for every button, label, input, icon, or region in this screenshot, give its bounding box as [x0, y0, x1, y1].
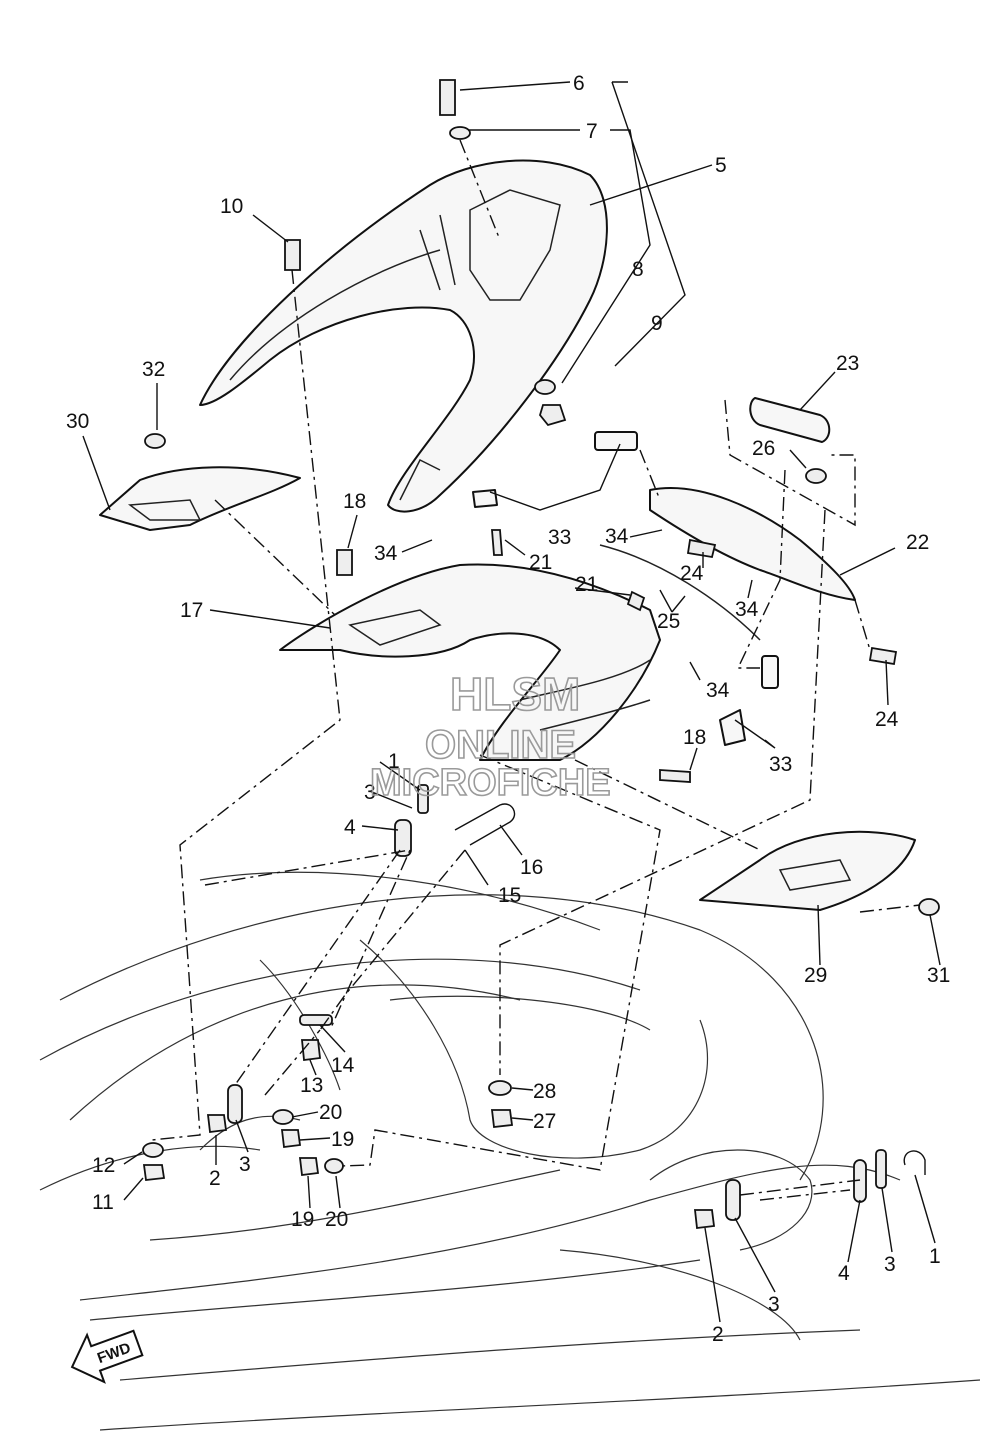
watermark-line-3: MICROFICHE — [370, 762, 611, 804]
callout-34: 34 — [706, 679, 730, 702]
callout-8: 8 — [632, 258, 644, 281]
callout-17: 17 — [180, 599, 203, 622]
callout-34: 34 — [735, 598, 759, 621]
callouts: 6 7 5 10 8 9 23 32 30 26 18 33 34 22 34 … — [66, 72, 950, 1346]
hull-outline — [39, 871, 981, 1431]
callout-12: 12 — [92, 1154, 115, 1177]
hardware — [142, 79, 940, 1229]
callout-3: 3 — [239, 1153, 251, 1176]
callout-32: 32 — [142, 358, 165, 381]
fwd-arrow: FWD — [70, 1329, 144, 1384]
callout-33: 33 — [548, 526, 571, 549]
callout-2: 2 — [712, 1323, 724, 1346]
callout-9: 9 — [651, 312, 663, 335]
callout-11: 11 — [92, 1191, 114, 1214]
callout-24: 24 — [875, 708, 899, 731]
callout-3: 3 — [884, 1253, 896, 1276]
callout-23: 23 — [836, 352, 859, 375]
callout-34: 34 — [374, 542, 398, 565]
callout-22: 22 — [906, 531, 929, 554]
callout-25: 25 — [657, 610, 680, 633]
callout-30: 30 — [66, 410, 89, 433]
seat — [199, 159, 608, 513]
callout-2: 2 — [209, 1167, 221, 1190]
callout-3: 3 — [364, 781, 376, 804]
callout-3: 3 — [768, 1293, 780, 1316]
callout-21: 21 — [575, 573, 598, 596]
callout-13: 13 — [300, 1074, 323, 1097]
alignment-lines — [151, 139, 921, 1201]
callout-15: 15 — [498, 884, 521, 907]
callout-33: 33 — [769, 753, 792, 776]
callout-27: 27 — [533, 1110, 556, 1133]
leader-lines — [82, 81, 941, 1323]
reflector-lower — [761, 655, 779, 689]
callout-28: 28 — [533, 1080, 556, 1103]
rear-grip — [749, 397, 831, 443]
callout-19: 19 — [331, 1128, 354, 1151]
callout-31: 31 — [927, 964, 950, 987]
callout-26: 26 — [752, 437, 775, 460]
callout-4: 4 — [838, 1262, 850, 1285]
callout-21: 21 — [529, 551, 552, 574]
watermark-line-1: HLSM — [450, 668, 580, 720]
rear-cowling — [279, 563, 661, 761]
callout-19: 19 — [291, 1208, 314, 1231]
callout-6: 6 — [573, 72, 585, 95]
callout-18: 18 — [343, 490, 366, 513]
callout-5: 5 — [715, 154, 727, 177]
callout-20: 20 — [319, 1101, 342, 1124]
side-panel-right — [699, 830, 916, 911]
callout-20: 20 — [325, 1208, 348, 1231]
watermark-line-2: ONLINE — [425, 723, 576, 767]
callout-4: 4 — [344, 816, 356, 839]
reflector-upper — [594, 431, 638, 451]
callout-24: 24 — [680, 562, 704, 585]
callout-10: 10 — [220, 195, 243, 218]
callout-18: 18 — [683, 726, 706, 749]
callout-29: 29 — [804, 964, 827, 987]
watermark: HLSM ONLINE MICROFICHE — [369, 667, 611, 805]
callout-7: 7 — [586, 120, 598, 143]
side-panel-left — [99, 466, 301, 531]
bracket-33-upper — [472, 489, 498, 508]
small-parts — [472, 431, 779, 746]
callout-1: 1 — [388, 750, 400, 773]
fwd-arrow-icon — [70, 1329, 144, 1384]
callout-34: 34 — [605, 525, 629, 548]
bracket-33 — [719, 709, 746, 746]
callout-16: 16 — [520, 856, 543, 879]
callout-1: 1 — [929, 1245, 941, 1268]
callout-14: 14 — [331, 1054, 355, 1077]
